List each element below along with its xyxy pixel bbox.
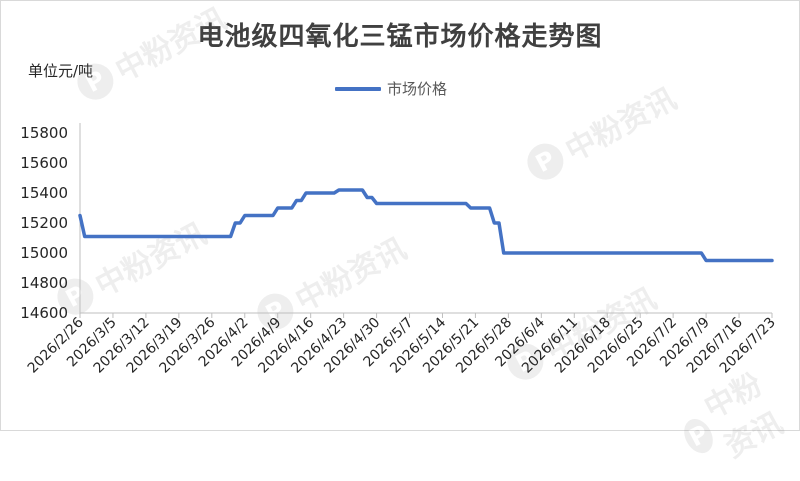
legend: 市场价格 bbox=[335, 78, 447, 99]
chart-title: 电池级四氧化三锰市场价格走势图 bbox=[197, 22, 603, 52]
y-tick-label: 15400 bbox=[20, 184, 68, 202]
y-tick-label: 14600 bbox=[20, 304, 68, 322]
legend-swatch bbox=[335, 86, 381, 91]
series-line bbox=[78, 188, 774, 263]
y-tick-label: 15800 bbox=[20, 124, 68, 142]
y-tick-label: 15200 bbox=[20, 214, 68, 232]
legend-label: 市场价格 bbox=[387, 80, 448, 98]
y-tick-label: 14800 bbox=[20, 274, 68, 292]
y-tick-label: 15600 bbox=[20, 154, 68, 172]
line-chart: 146001480015000152001540015600158002026/… bbox=[20, 123, 779, 377]
y-axis-unit-label: 单位元/吨 bbox=[28, 62, 94, 80]
chart-frame bbox=[0, 0, 800, 431]
y-tick-label: 15000 bbox=[20, 244, 68, 262]
